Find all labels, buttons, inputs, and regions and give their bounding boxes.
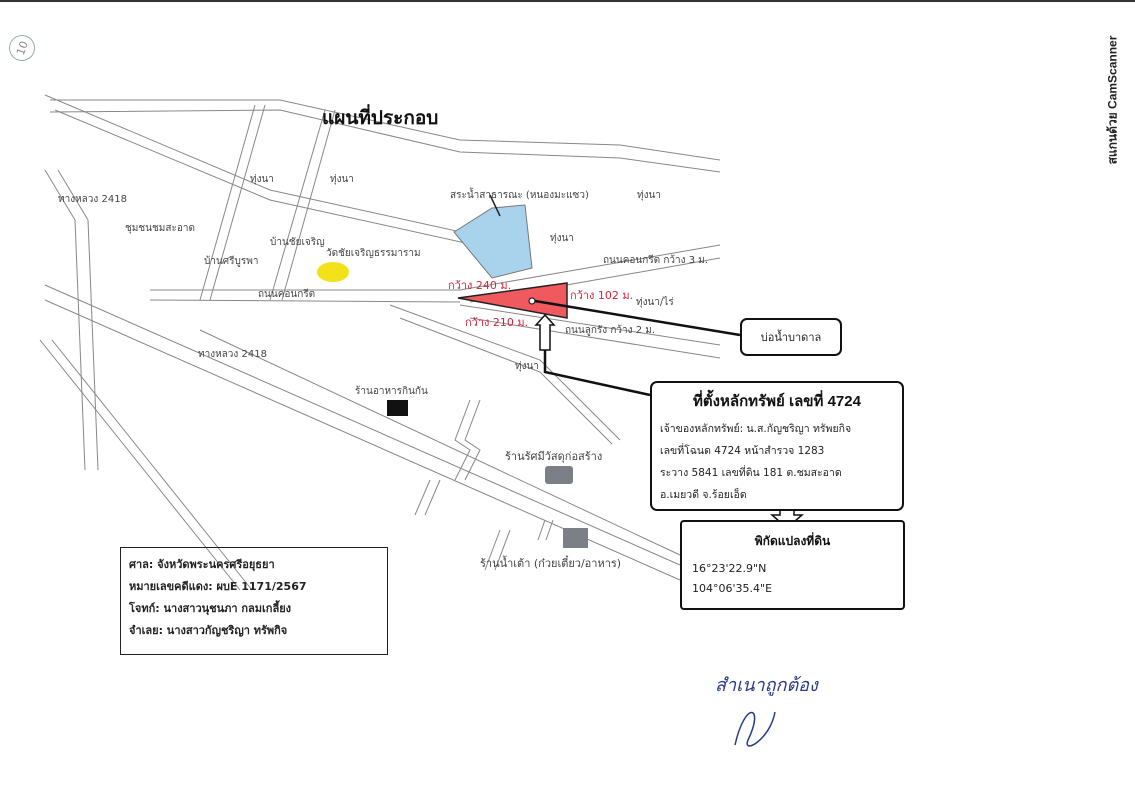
label-village-sriburapha: บ้านศรีบูรพา bbox=[204, 256, 259, 267]
asset-heading: ที่ตั้งหลักทรัพย์ เลขที่ 4724 bbox=[693, 393, 861, 410]
map-title: แผนที่ประกอบ bbox=[322, 108, 439, 129]
well-marker bbox=[528, 297, 536, 305]
plaintiff: โจทก์: นางสาวนุชนภา กลมเกลี้ยง bbox=[129, 602, 292, 615]
asset-survey: ระวาง 5841 เลขที่ดิน 181 ต.ชมสะอาด bbox=[660, 467, 842, 479]
label-construction-shop: ร้านรัศมีวัสดุก่อสร้าง bbox=[505, 450, 603, 463]
parcel-width-top: กว้าง 240 ม. bbox=[448, 279, 512, 292]
well-callout: บ่อน้ำบาดาล bbox=[740, 318, 842, 356]
label-concrete-road: ถนนคอนกรีต bbox=[258, 289, 316, 300]
label-concrete-road-3m: ถนนคอนกรีต กว้าง 3 ม. bbox=[603, 255, 709, 266]
label-rice-field: ทุ่งนา bbox=[330, 174, 354, 185]
top-road-edge bbox=[50, 99, 721, 161]
pond-shape bbox=[453, 204, 533, 279]
label-noodle-shop: ร้านน้ำเต้า (ก๋วยเตี๋ยว/อาหาร) bbox=[480, 557, 622, 570]
label-temple: วัดชัยเจริญธรรมาราม bbox=[326, 248, 421, 259]
court-info-box: ศาล: จังหวัดพระนครศรีอยุธยา หมายเลขคดีแด… bbox=[120, 547, 388, 655]
label-highway-bottom: ทางหลวง 2418 bbox=[198, 349, 267, 360]
case-number: หมายเลขคดีแดง: ผบE 1171/2567 bbox=[129, 580, 307, 593]
label-laterite-road: ถนนลูกรัง กว้าง 2 ม. bbox=[565, 325, 655, 336]
label-village-chaicharoen: บ้านชัยเจริญ bbox=[270, 237, 325, 248]
coordinates-box: พิกัดแปลงที่ดิน 16°23'22.9"N 104°06'35.4… bbox=[680, 520, 905, 610]
restaurant-marker bbox=[387, 400, 408, 416]
signature bbox=[734, 711, 776, 747]
location-arrow bbox=[534, 313, 556, 351]
court-name: ศาล: จังหวัดพระนครศรีอยุธยา bbox=[129, 558, 275, 571]
label-rice-field: ทุ่งนา bbox=[637, 190, 661, 201]
parcel-width-bottom: กว้าง 210 ม. bbox=[465, 316, 529, 329]
longitude: 104°06'35.4"E bbox=[692, 582, 773, 595]
defendant: จำเลย: นางสาวกัญชริญา ทรัพกิจ bbox=[129, 624, 288, 637]
latitude: 16°23'22.9"N bbox=[692, 562, 767, 575]
certified-copy-signature: สำเนาถูกต้อง bbox=[715, 675, 818, 696]
label-rice-field: ทุ่งนา bbox=[250, 174, 274, 185]
noodle-shop-marker bbox=[563, 528, 588, 548]
land-parcel bbox=[457, 282, 568, 319]
scan-top-border bbox=[0, 0, 1135, 2]
asset-district: อ.เมยวดี จ.ร้อยเอ็ด bbox=[660, 489, 747, 501]
parcel-width-right: กว้าง 102 ม. bbox=[570, 289, 634, 302]
label-highway-top: ทางหลวง 2418 bbox=[58, 194, 127, 205]
construction-shop-marker bbox=[545, 466, 573, 484]
label-rice-field-farm: ทุ่งนา/ไร่ bbox=[636, 297, 674, 308]
label-restaurant: ร้านอาหารกินกัน bbox=[355, 386, 428, 397]
label-rice-field: ทุ่งนา bbox=[515, 361, 539, 372]
asset-deed: เลขที่โฉนด 4724 หน้าสำรวจ 1283 bbox=[660, 445, 825, 457]
asset-info-box: ที่ตั้งหลักทรัพย์ เลขที่ 4724 เจ้าของหลั… bbox=[650, 381, 904, 511]
asset-owner: เจ้าของหลักทรัพย์: น.ส.กัญชริญา ทรัพยกิจ bbox=[660, 423, 852, 435]
label-public-pond: สระน้ำสาธารณะ (หนองมะแซว) bbox=[450, 190, 589, 201]
label-community: ชุมชนชมสะอาด bbox=[125, 223, 195, 234]
label-rice-field: ทุ่งนา bbox=[550, 233, 574, 244]
temple-marker bbox=[317, 262, 349, 282]
coordinates-heading: พิกัดแปลงที่ดิน bbox=[754, 534, 831, 548]
